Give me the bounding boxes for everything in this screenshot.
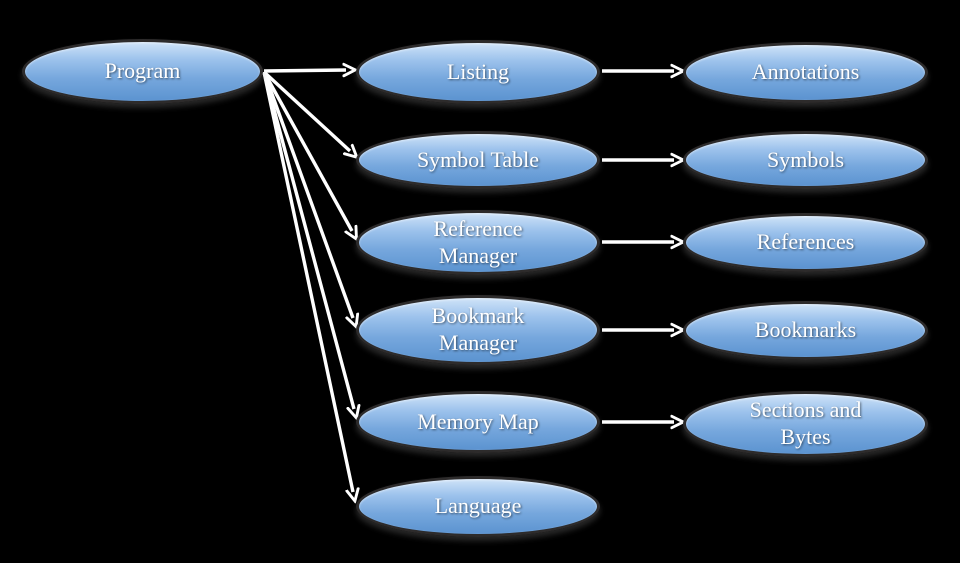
arrow-program-to-language: [262, 71, 353, 492]
node-language: Language: [356, 476, 600, 537]
node-label: Program: [104, 58, 181, 84]
node-label: Bookmark Manager: [431, 303, 525, 355]
arrow-program-to-memory-map: [262, 71, 354, 409]
arrow-program-to-listing: [263, 70, 346, 71]
node-label: Symbol Table: [416, 146, 540, 172]
node-annotations: Annotations: [683, 42, 928, 103]
node-bookmark-manager: Bookmark Manager: [356, 295, 600, 365]
node-label: Memory Map: [417, 408, 539, 434]
node-label: Reference Manager: [433, 215, 523, 268]
node-label: Language: [434, 493, 522, 519]
node-label: Bookmarks: [754, 317, 857, 343]
arrow-program-to-bookmark-manager: [262, 71, 353, 318]
node-sections-and-bytes: Sections and Bytes: [683, 391, 928, 457]
node-memory-map: Memory Map: [356, 391, 600, 453]
node-label: Sections and Bytes: [749, 397, 862, 449]
node-program: Program: [22, 39, 263, 104]
node-label: Symbols: [766, 146, 845, 172]
node-symbols: Symbols: [683, 131, 928, 189]
node-label: References: [756, 229, 855, 255]
node-bookmarks: Bookmarks: [683, 301, 928, 360]
node-symbol-table: Symbol Table: [356, 131, 600, 189]
node-listing: Listing: [356, 40, 600, 104]
node-label: Listing: [446, 58, 510, 84]
node-label: Annotations: [751, 59, 860, 85]
arrow-program-to-reference-manager: [262, 71, 352, 231]
arrow-program-to-symbol-table: [262, 70, 350, 151]
node-references: References: [683, 213, 928, 272]
node-reference-manager: Reference Manager: [356, 210, 600, 275]
